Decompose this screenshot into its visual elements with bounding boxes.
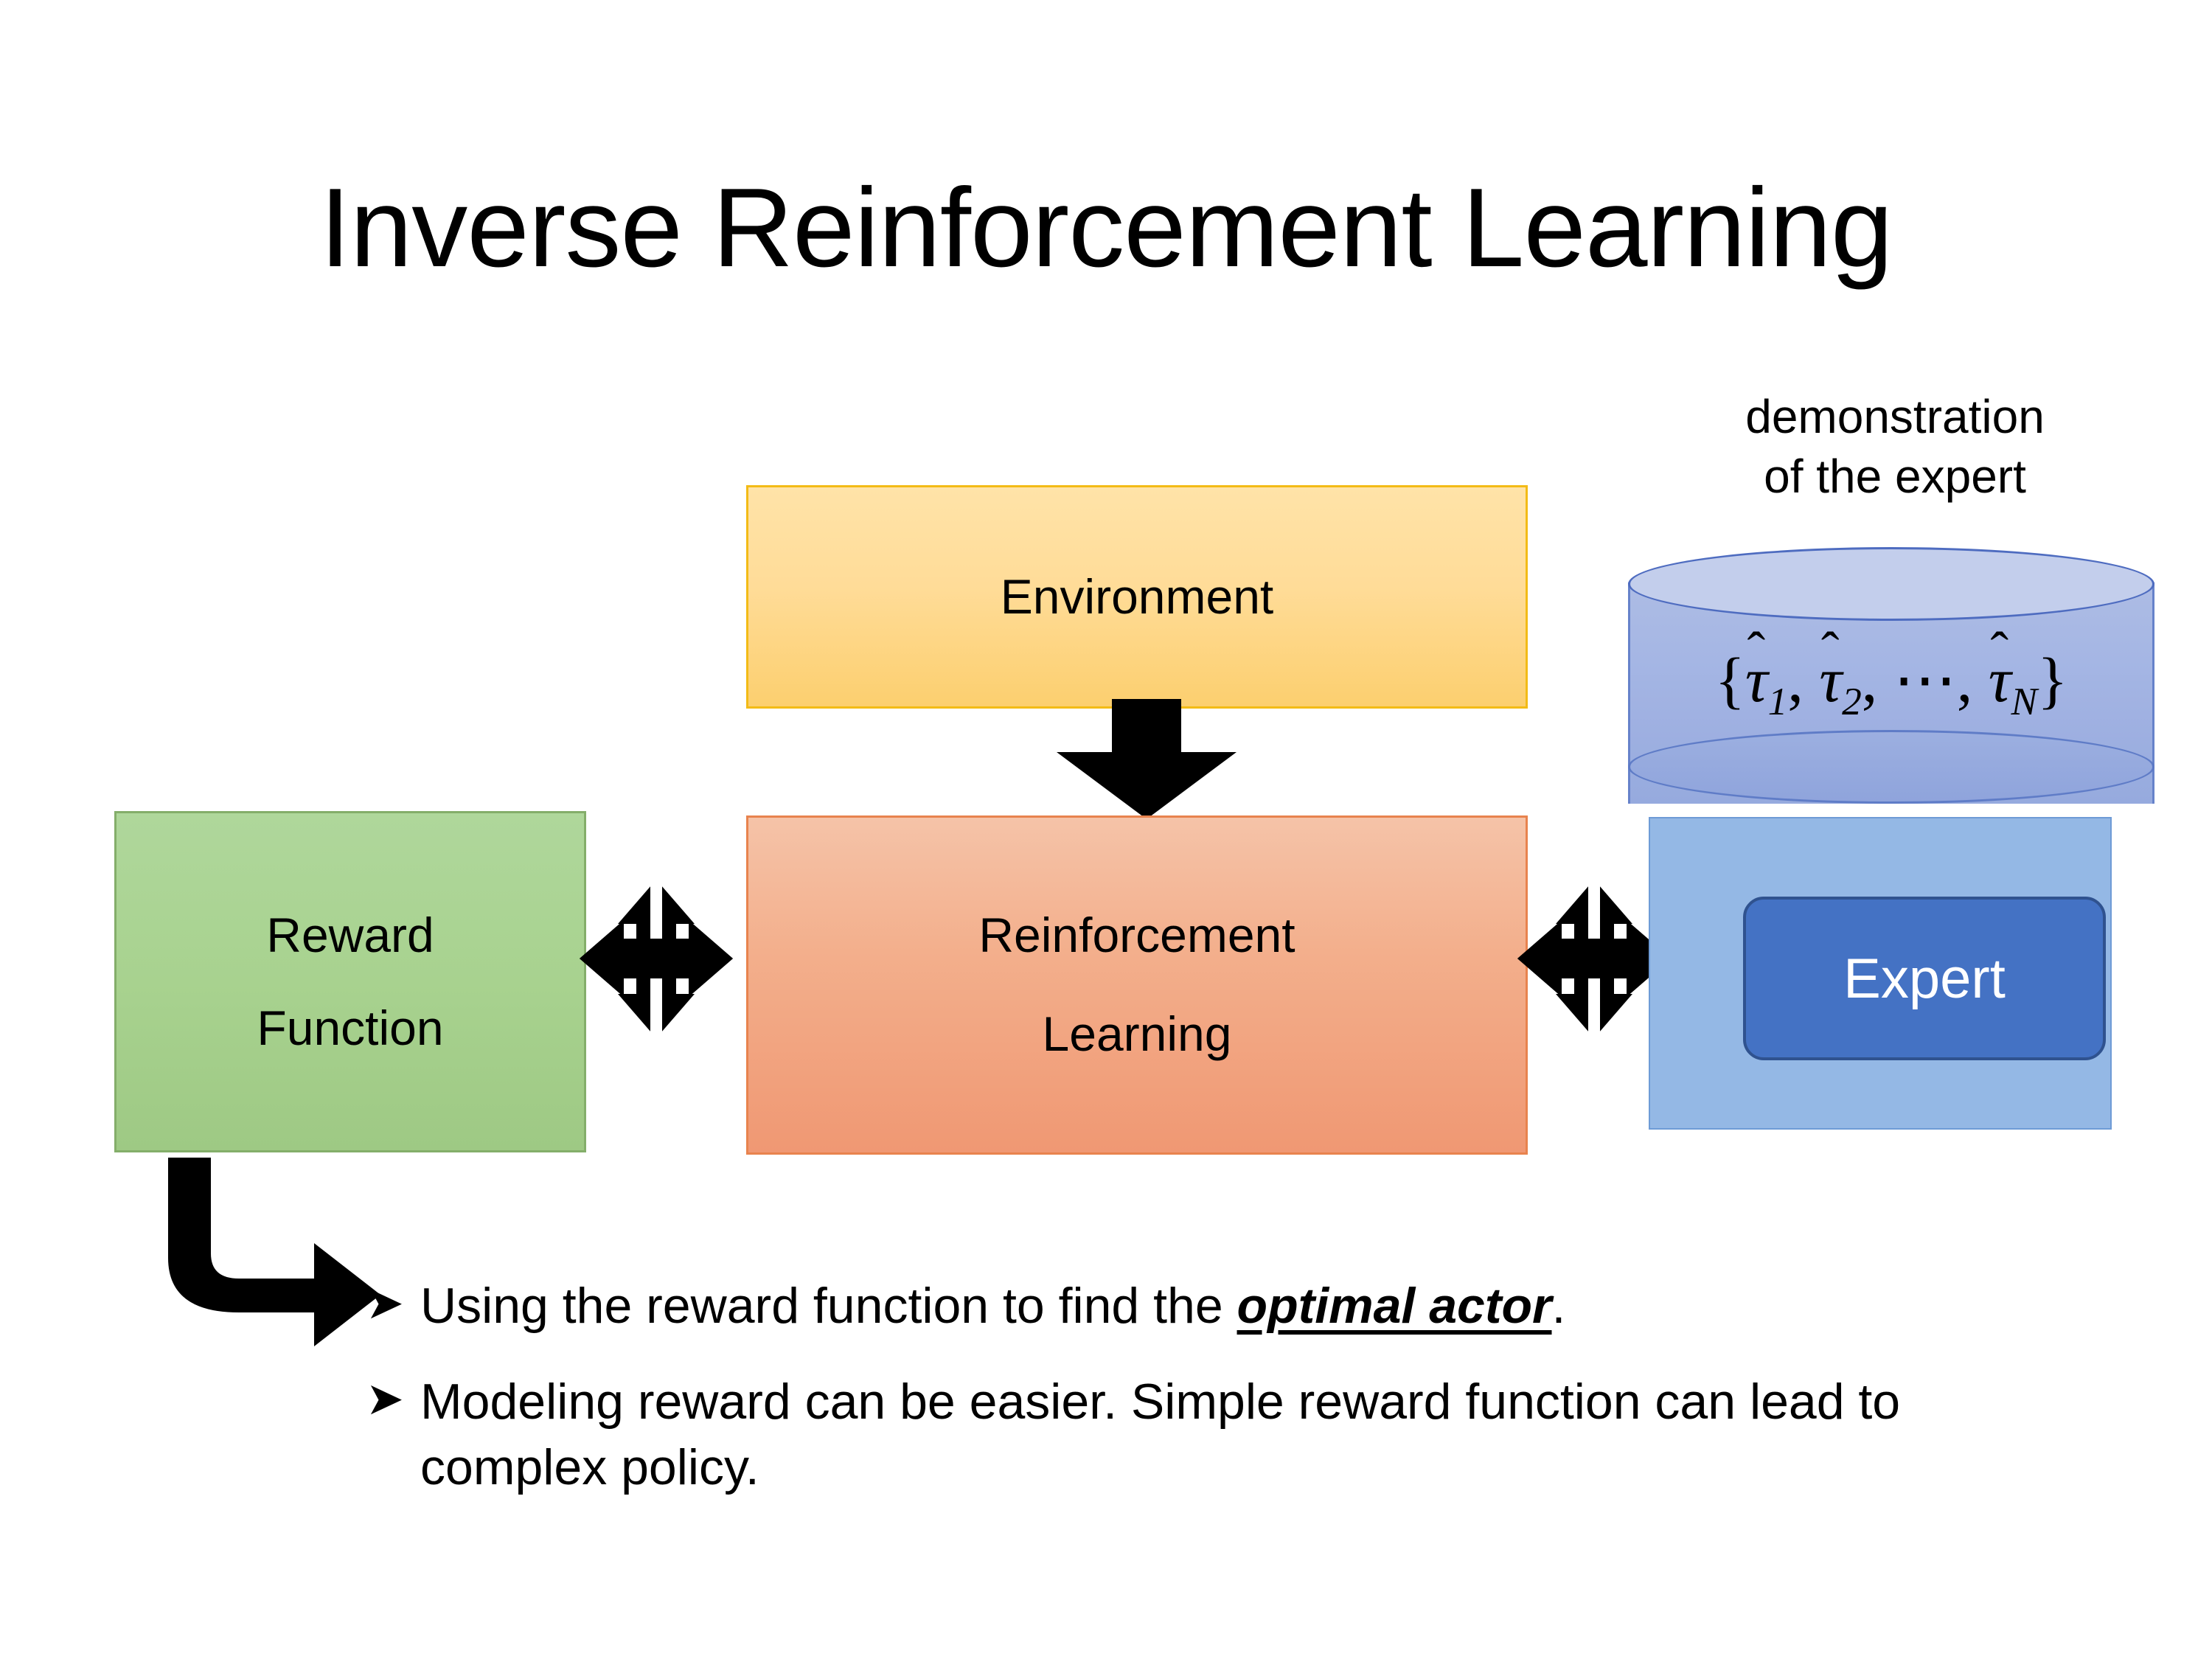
tau-subscript-2: 2	[1842, 679, 1862, 724]
environment-label: Environment	[1000, 568, 1274, 624]
expert-label: Expert	[1843, 947, 2006, 1010]
quad-arrow-icon	[580, 880, 733, 1038]
formula-open-brace: {	[1714, 644, 1745, 715]
reward-label-line1: Reward	[266, 907, 434, 962]
formula-comma-2: ,	[1861, 644, 1878, 715]
bullet-text-1: Using the reward function to find the op…	[420, 1273, 2084, 1338]
bullet-list: ➤ Using the reward function to find the …	[366, 1273, 2084, 1500]
formula-comma-3: ,	[1956, 644, 1973, 715]
demonstration-caption-line2: of the expert	[1764, 450, 2026, 504]
bullet-marker-icon: ➤	[366, 1278, 404, 1329]
bullet-marker-icon: ➤	[366, 1374, 404, 1425]
rl-label-line2: Learning	[1042, 1006, 1232, 1061]
cylinder-top-ellipse	[1628, 547, 2154, 621]
bullet-1-tail: .	[1551, 1278, 1566, 1334]
bullet-text-2: Modeling reward can be easier. Simple re…	[420, 1369, 2084, 1500]
demonstration-caption-line1: demonstration	[1745, 390, 2045, 443]
demonstration-caption: demonstration of the expert	[1615, 387, 2175, 507]
list-item: ➤ Using the reward function to find the …	[366, 1273, 2084, 1338]
bullet-1-emphasis: optimal actor	[1237, 1278, 1552, 1334]
rl-label-line1: Reinforcement	[978, 908, 1295, 963]
environment-box[interactable]: Environment	[746, 485, 1528, 709]
list-item: ➤ Modeling reward can be easier. Simple …	[366, 1369, 2084, 1500]
arrow-down-icon	[1057, 699, 1237, 819]
page-title: Inverse Reinforcement Learning	[319, 165, 1893, 291]
tau-subscript-n: N	[2011, 679, 2038, 724]
reward-label-line2: Function	[257, 1000, 444, 1055]
formula-comma-1: ,	[1787, 644, 1804, 715]
reinforcement-learning-box[interactable]: Reinforcement Learning	[746, 815, 1528, 1155]
quad-arrow-icon	[1517, 880, 1671, 1038]
tau-subscript-1: 1	[1767, 679, 1788, 724]
bullet-2-lead: Modeling reward can be easier. Simple re…	[420, 1374, 1901, 1495]
reward-function-box[interactable]: Reward Function	[114, 811, 586, 1152]
bullet-1-lead: Using the reward function to find the	[420, 1278, 1237, 1334]
formula-ellipsis: ⋯	[1893, 644, 1957, 715]
elbow-arrow-icon	[168, 1158, 380, 1346]
expert-box[interactable]: Expert	[1743, 897, 2106, 1060]
cylinder-bottom-ellipse	[1628, 730, 2154, 804]
formula-close-brace: }	[2037, 644, 2068, 715]
